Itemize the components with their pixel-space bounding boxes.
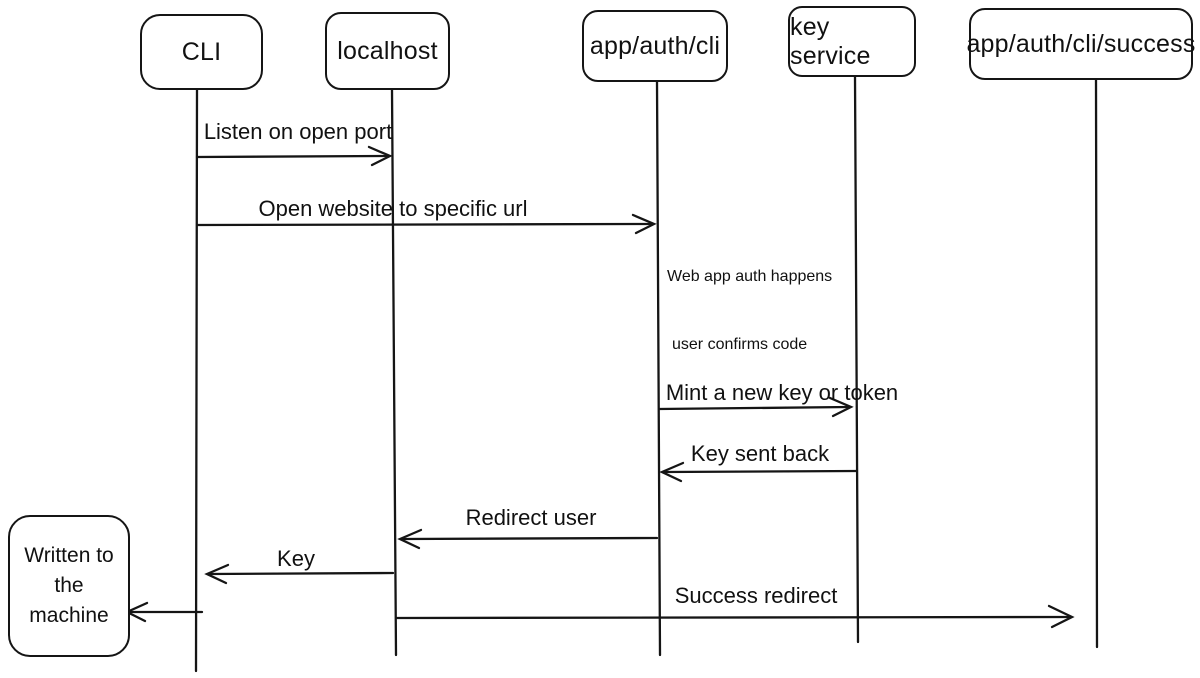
message-line-redirect-user (401, 536, 659, 541)
arrowhead-listen (367, 145, 393, 167)
actor-box-key-service: key service (788, 6, 916, 77)
actor-box-app-auth-cli: app/auth/cli (582, 10, 728, 82)
arrowhead-success-redirect (1047, 604, 1075, 629)
actor-label-app-auth-cli-success: app/auth/cli/success (966, 29, 1196, 58)
lifeline-app-auth-cli-success (1094, 78, 1099, 649)
end-box-line-1: Written to (24, 544, 114, 568)
message-line-open-website (195, 222, 654, 227)
actor-label-app-auth-cli: app/auth/cli (589, 31, 721, 60)
message-line-listen (195, 154, 390, 159)
note-user-confirms-code: user confirms code (672, 336, 808, 353)
lifeline-cli (194, 88, 199, 673)
message-line-key-sent-back (663, 469, 858, 474)
message-line-mint-key (657, 405, 851, 411)
actor-box-localhost: localhost (325, 12, 450, 90)
actor-label-cli: CLI (181, 37, 222, 66)
arrowhead-redirect-user (397, 528, 423, 550)
lifeline-key-service (853, 75, 860, 644)
message-label-key-sent-back: Key sent back (690, 441, 830, 466)
end-box-written-to-machine: Written to the machine (8, 515, 130, 657)
actor-box-cli: CLI (140, 14, 263, 90)
arrowhead-open-website (631, 213, 657, 235)
actor-label-localhost: localhost (337, 36, 438, 65)
actor-box-app-auth-cli-success: app/auth/cli/success (966, 8, 1196, 80)
end-box-line-3: machine (29, 603, 109, 627)
arrowhead-mint-key (828, 396, 854, 418)
actor-label-key-service: key service (790, 12, 871, 70)
lifeline-localhost (390, 88, 398, 657)
message-label-redirect-user: Redirect user (465, 505, 597, 530)
note-web-app-auth: Web app auth happens (667, 268, 833, 285)
message-label-mint-key: Mint a new key or token (665, 380, 899, 405)
lifeline-app-auth-cli (655, 80, 662, 657)
message-label-listen: Listen on open port (203, 119, 393, 144)
message-label-open-website: Open website to specific url (258, 196, 528, 221)
arrowhead-key (204, 563, 230, 585)
message-line-key (208, 571, 395, 576)
arrowhead-key-sent-back (659, 461, 685, 483)
end-box-line-2: the (54, 574, 84, 598)
message-label-key: Key (277, 546, 315, 571)
message-label-success-redirect: Success redirect (674, 583, 838, 608)
message-line-success-redirect (395, 615, 1072, 620)
